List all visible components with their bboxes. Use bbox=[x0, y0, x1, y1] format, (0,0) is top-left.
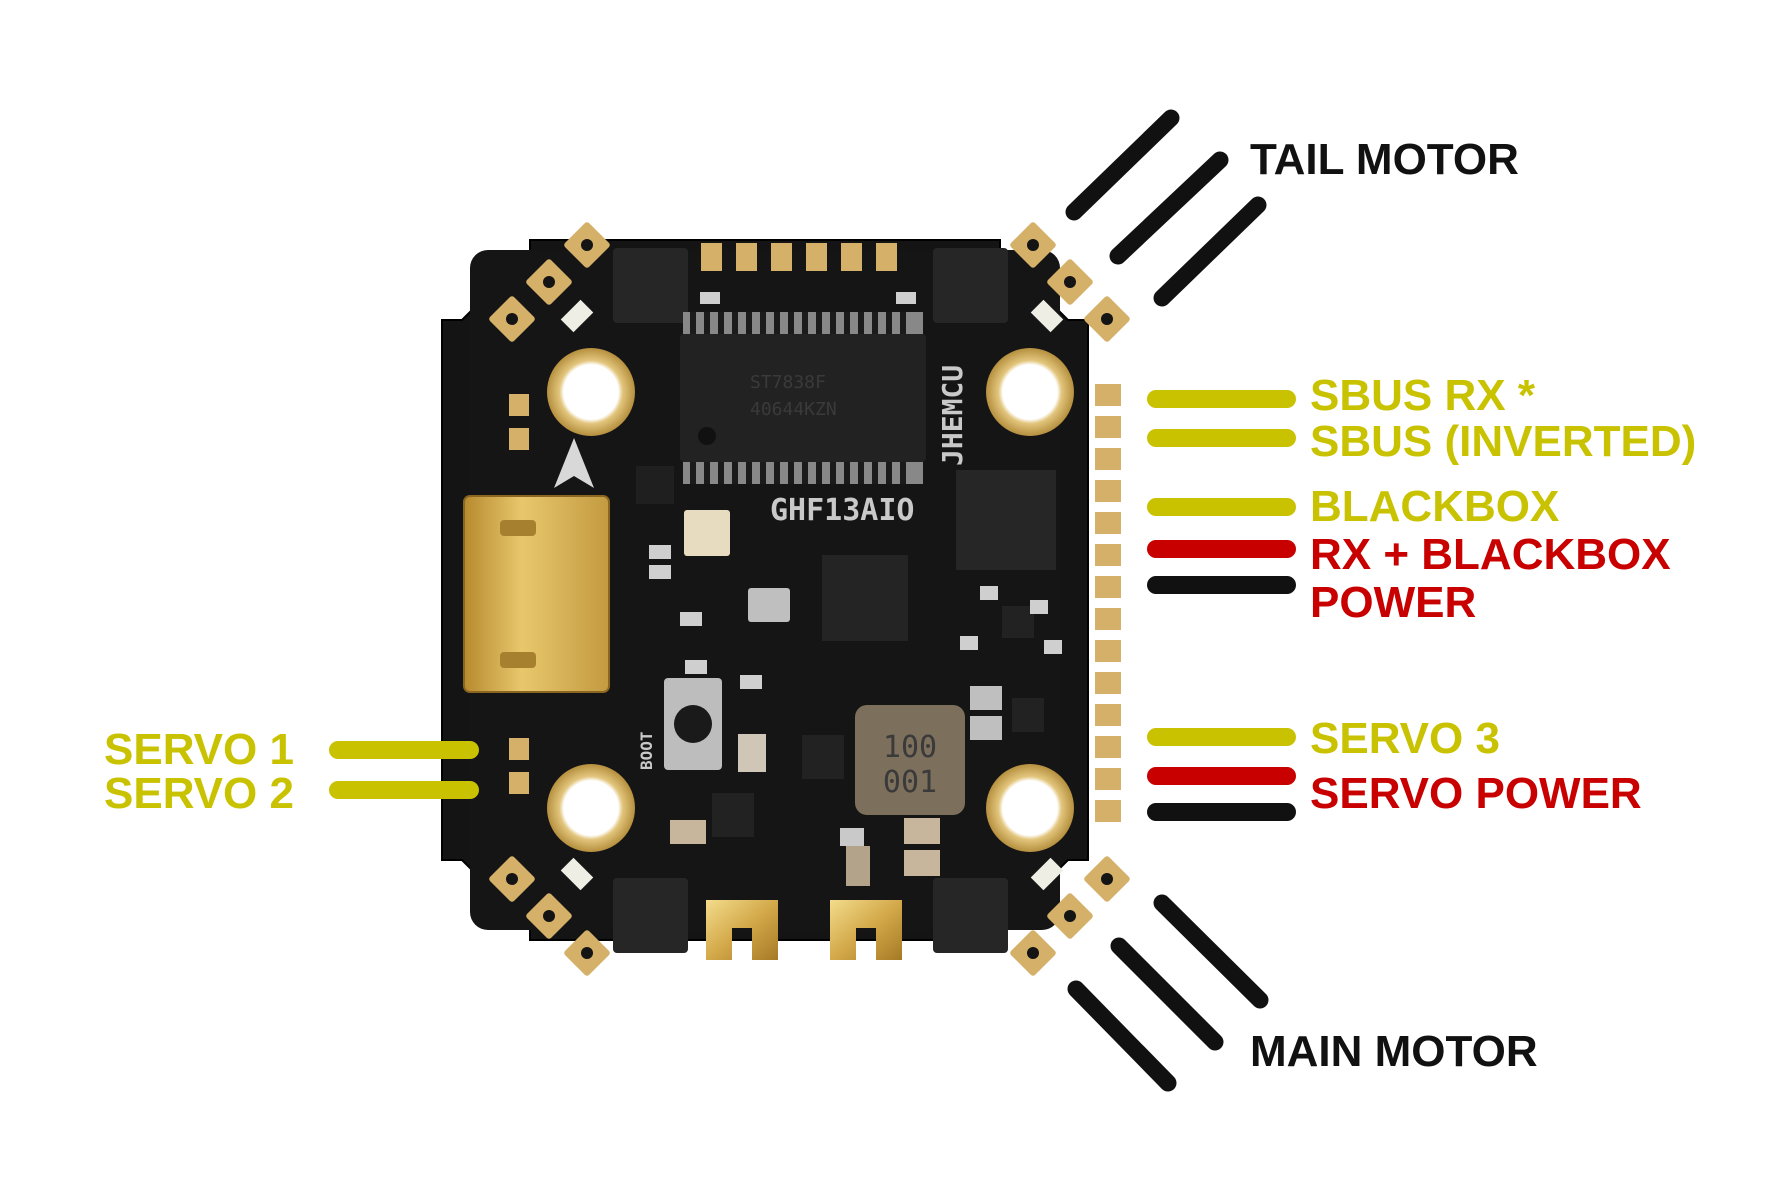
esc-chip bbox=[613, 878, 688, 953]
mounting-hole bbox=[547, 764, 635, 852]
main-motor-wire bbox=[1162, 903, 1260, 1000]
mounting-hole bbox=[547, 348, 635, 436]
mounting-hole bbox=[986, 348, 1074, 436]
tail-motor-label: TAIL MOTOR bbox=[1250, 138, 1519, 182]
tail-motor-wires bbox=[1074, 118, 1258, 298]
tail-motor-wire bbox=[1074, 118, 1171, 212]
esc-chip bbox=[613, 248, 688, 323]
crystal bbox=[748, 588, 790, 622]
flight-controller-board: ST7838F 40644KZN 100 001 bbox=[442, 221, 1131, 977]
power-label: POWER bbox=[1310, 581, 1476, 625]
brand-silkscreen: JHEMCU bbox=[936, 365, 969, 466]
servo-2-label: SERVO 2 bbox=[104, 772, 294, 816]
svg-text:40644KZN: 40644KZN bbox=[750, 399, 837, 420]
esc-chip bbox=[933, 878, 1008, 953]
servo-power-label: SERVO POWER bbox=[1310, 772, 1642, 816]
receiver-chip: ST7838F 40644KZN bbox=[680, 312, 926, 484]
tail-motor-wire bbox=[1162, 205, 1258, 298]
esc-chip bbox=[933, 248, 1008, 323]
main-motor-wire bbox=[1076, 989, 1168, 1083]
right-wires bbox=[1156, 399, 1287, 812]
rx-blackbox-label: RX + BLACKBOX bbox=[1310, 533, 1671, 577]
mcu-chip bbox=[822, 555, 908, 641]
inductor-text-1: 100 bbox=[883, 730, 937, 765]
servo-1-label: SERVO 1 bbox=[104, 728, 294, 772]
servo-3-label: SERVO 3 bbox=[1310, 717, 1500, 761]
usb-c-port bbox=[464, 496, 609, 692]
tail-motor-wire bbox=[1118, 160, 1220, 256]
main-motor-wires bbox=[1076, 903, 1260, 1083]
inductor: 100 001 bbox=[855, 705, 965, 815]
boot-label: BOOT bbox=[637, 731, 656, 770]
inductor-text-2: 001 bbox=[883, 765, 937, 800]
model-silkscreen: GHF13AIO bbox=[770, 493, 915, 528]
main-motor-wire bbox=[1119, 946, 1215, 1042]
sbus-inverted-label: SBUS (INVERTED) bbox=[1310, 420, 1696, 464]
mounting-hole bbox=[986, 764, 1074, 852]
crystal bbox=[684, 510, 730, 556]
gyro-chip bbox=[956, 470, 1056, 570]
right-side-pads bbox=[1095, 384, 1121, 822]
svg-text:ST7838F: ST7838F bbox=[750, 372, 826, 393]
sbus-rx-label: SBUS RX * bbox=[1310, 374, 1535, 418]
main-motor-label: MAIN MOTOR bbox=[1250, 1030, 1538, 1074]
blackbox-label: BLACKBOX bbox=[1310, 485, 1559, 529]
